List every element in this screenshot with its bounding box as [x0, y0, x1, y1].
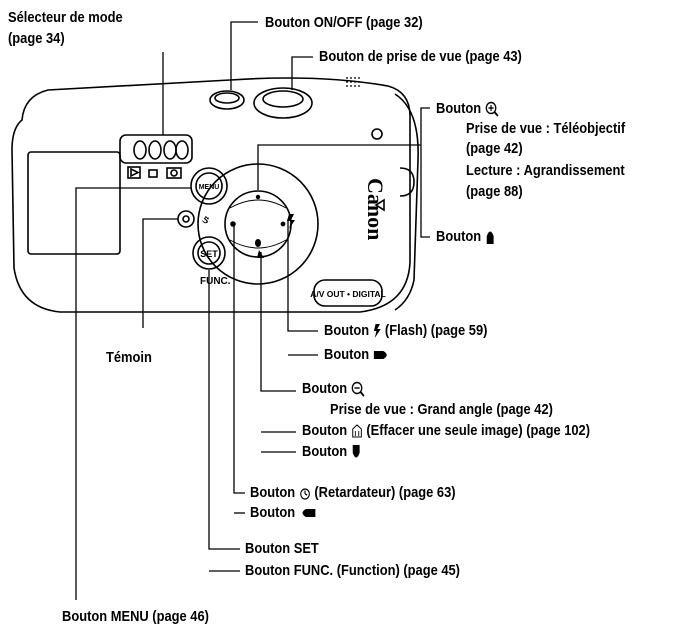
power-button	[209, 90, 245, 110]
camera-body	[11, 77, 411, 313]
label-erase-button: Bouton (Effacer une seule image) (page 1…	[302, 422, 591, 439]
label-zoom-in-button: Bouton	[436, 100, 500, 118]
label-zoom-in-desc2-page: (page 88)	[466, 183, 523, 200]
magnifier-plus-icon	[485, 101, 499, 117]
strap-lug	[399, 167, 415, 197]
label-zoom-in-desc1-page: (page 42)	[466, 140, 523, 157]
leader-onoff	[230, 21, 258, 90]
label-down-button: Bouton	[302, 443, 361, 461]
leader-shutter	[291, 56, 313, 90]
av-out-cover	[313, 279, 383, 307]
func-key-label: FUNC.	[200, 276, 231, 287]
label-menu-button: Bouton MENU (page 46)	[62, 608, 209, 625]
brand-logo: Canon	[363, 178, 388, 240]
label-onoff-button: Bouton ON/OFF (page 32)	[265, 14, 423, 31]
leader-set	[208, 270, 240, 550]
selftimer-glyph: ઙ	[202, 214, 209, 226]
camera-side	[394, 93, 419, 311]
arrow-right-icon	[373, 351, 387, 360]
arrow-up-icon	[486, 231, 494, 245]
label-indicator: Témoin	[106, 349, 152, 366]
indicator-lamp	[177, 210, 195, 228]
menu-key-label: MENU	[199, 184, 220, 191]
label-zoom-in-desc2: Lecture : Agrandissement	[466, 162, 625, 179]
menu-button-shape	[190, 167, 228, 205]
label-mode-selector: Sélecteur de mode	[8, 9, 123, 26]
label-zoom-out-desc: Prise de vue : Grand angle (page 42)	[330, 401, 553, 418]
leader-zoom-in	[420, 107, 430, 238]
label-set-button: Bouton SET	[245, 540, 319, 557]
label-up-button: Bouton	[436, 228, 495, 246]
set-key-label: SET	[200, 249, 218, 259]
label-func-button: Bouton FUNC. (Function) (page 45)	[245, 562, 460, 579]
label-selftimer-button: Bouton (Retardateur) (page 63)	[250, 484, 456, 501]
label-flash-button: Bouton (Flash) (page 59)	[324, 322, 488, 339]
leader-flash	[287, 219, 318, 332]
leader-selftimer	[233, 226, 245, 494]
leader-zoom-out	[260, 252, 296, 392]
self-timer-icon	[299, 488, 310, 500]
mode-selector	[119, 134, 193, 164]
label-zoom-in-desc1: Prise de vue : Téléobjectif	[466, 120, 626, 137]
shutter-button-shape	[253, 87, 313, 119]
magnifier-minus-icon	[351, 381, 365, 397]
flash-icon	[373, 324, 381, 339]
label-zoom-out-button: Bouton	[302, 380, 366, 398]
label-right-button: Bouton	[324, 346, 390, 364]
label-mode-selector-page: (page 34)	[8, 30, 65, 47]
av-out-label: A/V OUT • DIGITAL	[310, 289, 386, 299]
label-left-button: Bouton	[250, 504, 316, 522]
leader-indicator	[142, 218, 178, 328]
arrow-left-icon	[302, 509, 316, 518]
leader-menu	[75, 187, 191, 600]
set-button-shape	[192, 236, 226, 270]
label-shutter-button: Bouton de prise de vue (page 43)	[319, 48, 522, 65]
lcd-screen	[27, 151, 121, 255]
speaker-grille	[346, 77, 362, 87]
trash-icon	[351, 424, 362, 438]
arrow-down-icon	[352, 445, 360, 458]
